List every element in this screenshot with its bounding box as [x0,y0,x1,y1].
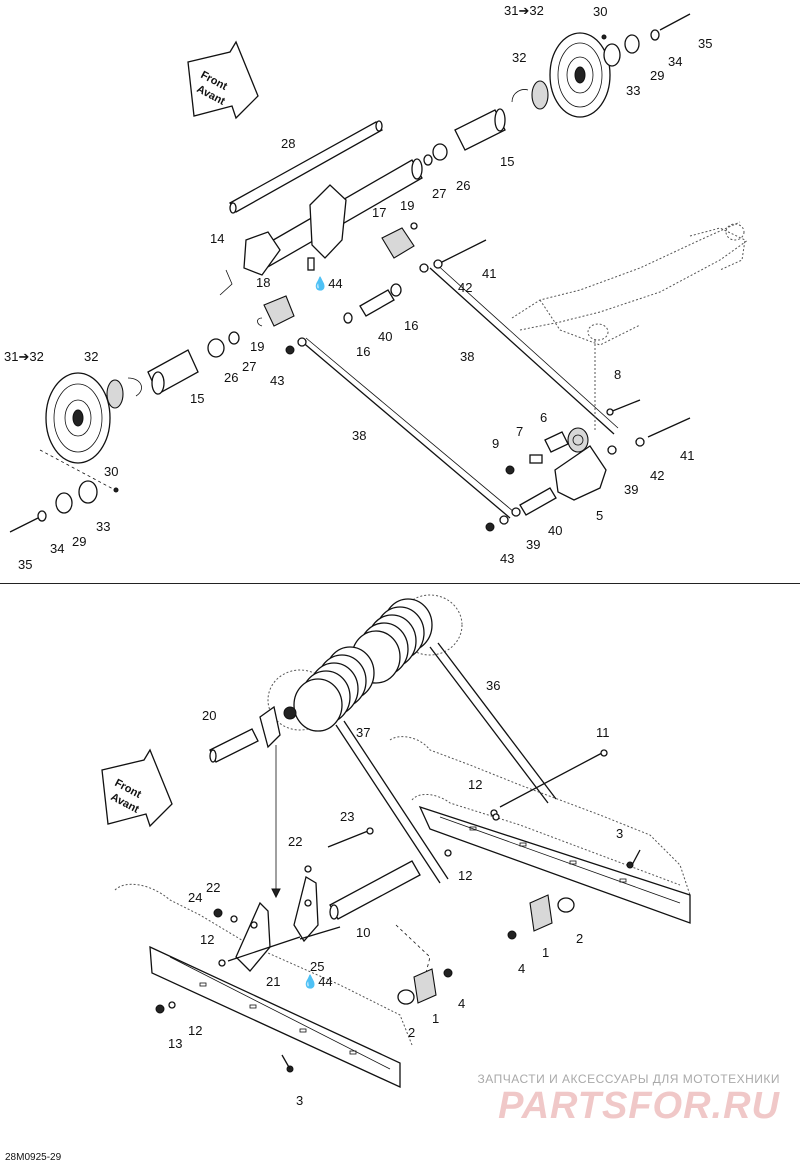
panel-divider [0,583,800,584]
callout-29-bottom: 29 [72,534,86,549]
callout-34-top: 34 [668,54,682,69]
link-rods [285,239,619,532]
stopper-blocks [257,222,418,327]
callout-33-bottom: 33 [96,519,110,534]
watermark: ЗАПЧАСТИ И АКСЕССУАРЫ ДЛЯ МОТОТЕХНИКИ PA… [478,1072,780,1126]
torsion-springs [259,594,557,884]
callout-38-bottom: 38 [352,428,366,443]
callout-21: 21 [266,974,280,989]
callout-34-bottom: 34 [50,541,64,556]
callout-5: 5 [596,508,603,523]
rail-holes [199,826,627,1055]
shock-mount-bracket [227,745,431,998]
slide-rails [114,736,691,1089]
callout-1-left: 1 [432,1011,439,1026]
callout-35-top: 35 [698,36,712,51]
callout-10: 10 [356,925,370,940]
cross-shafts-bottom [209,728,608,920]
idler-wheel-top [511,13,691,118]
top-callouts: 31➔32 30 35 32 34 29 33 28 15 27 26 17 1… [4,3,712,572]
callout-19-bottom: 19 [250,339,264,354]
callout-43-bottom: 43 [500,551,514,566]
callout-31-32-top: 31➔32 [504,3,544,18]
callout-30-top: 30 [593,4,607,19]
callout-42-bottom: 42 [650,468,664,483]
rear-suspension-exploded-view: Front Avant [101,594,691,1108]
callout-36: 36 [486,678,500,693]
callout-2-right: 2 [576,931,583,946]
callout-14: 14 [210,231,224,246]
callout-3-bottom: 3 [296,1093,303,1108]
bottom-callouts: 36 20 37 11 12 3 23 22 12 24 22 10 12 2 … [168,678,623,1108]
callout-12-left: 12 [200,932,214,947]
callout-33-top: 33 [626,83,640,98]
callout-3-top: 3 [616,826,623,841]
callout-11: 11 [596,725,610,740]
diagram-code: 28M0925-29 [5,1152,62,1163]
callout-12-mid: 12 [458,868,472,883]
callout-25: 25 [310,959,324,974]
callout-7: 7 [516,424,523,439]
callout-41-top: 41 [482,266,496,281]
callout-8: 8 [614,367,621,382]
callout-40-bottom: 40 [548,523,562,538]
front-arm-exploded-view: Front Avant [4,3,749,572]
callout-22-top: 22 [288,834,302,849]
callout-4-right: 4 [518,961,525,976]
callout-2-left: 2 [408,1025,415,1040]
front-arm-bracket [219,184,347,296]
callout-12-bottom: 12 [188,1023,202,1038]
callout-12-top: 12 [468,777,482,792]
callout-37: 37 [356,725,370,740]
callout-20: 20 [202,708,216,723]
callout-38-top: 38 [460,349,474,364]
callout-26-bottom: 26 [224,370,238,385]
front-direction-arrow: Front Avant [187,40,259,120]
callout-27-top: 27 [432,186,446,201]
callout-40-top: 40 [378,329,392,344]
callout-15-bottom: 15 [190,391,204,406]
callout-9: 9 [492,436,499,451]
callout-16-left: 16 [356,344,370,359]
watermark-subtitle: ЗАПЧАСТИ И АКСЕССУАРЫ ДЛЯ МОТОТЕХНИКИ [477,1072,780,1086]
callout-44-bottom: 💧44 [302,974,333,989]
callout-4-left: 4 [458,996,465,1011]
callout-39-bottom: 39 [526,537,540,552]
idler-wheel-bottom [9,331,240,533]
callout-19-top: 19 [400,198,414,213]
callout-28: 28 [281,136,295,151]
callout-27-bottom: 27 [242,359,256,374]
callout-13: 13 [168,1036,182,1051]
callout-18: 18 [256,275,270,290]
callout-35-bottom: 35 [18,557,32,572]
callout-42-top: 42 [458,280,472,295]
watermark-brand: PARTSFOR.RU [498,1085,780,1127]
callout-6: 6 [540,410,547,425]
ghost-rear-frame [511,221,749,346]
callout-24: 24 [188,890,202,905]
bushings-and-nuts [155,813,641,1073]
rear-arm-linkage [505,340,691,501]
callout-32-top: 32 [512,50,526,65]
callout-22-bottom: 22 [206,880,220,895]
callout-17: 17 [372,205,386,220]
callout-30-bottom: 30 [104,464,118,479]
callout-1-right: 1 [542,945,549,960]
callout-39-top: 39 [624,482,638,497]
callout-29-top: 29 [650,68,664,83]
callout-31-32-bottom: 31➔32 [4,349,44,364]
callout-43-top: 43 [270,373,284,388]
callout-16-right: 16 [404,318,418,333]
callout-44-top: 💧44 [312,276,343,291]
callout-41-bottom: 41 [680,448,694,463]
front-direction-arrow-bottom: Front Avant [101,748,173,828]
callout-32-bottom: 32 [84,349,98,364]
callout-23: 23 [340,809,354,824]
callout-26-top: 26 [456,178,470,193]
callout-15-top: 15 [500,154,514,169]
